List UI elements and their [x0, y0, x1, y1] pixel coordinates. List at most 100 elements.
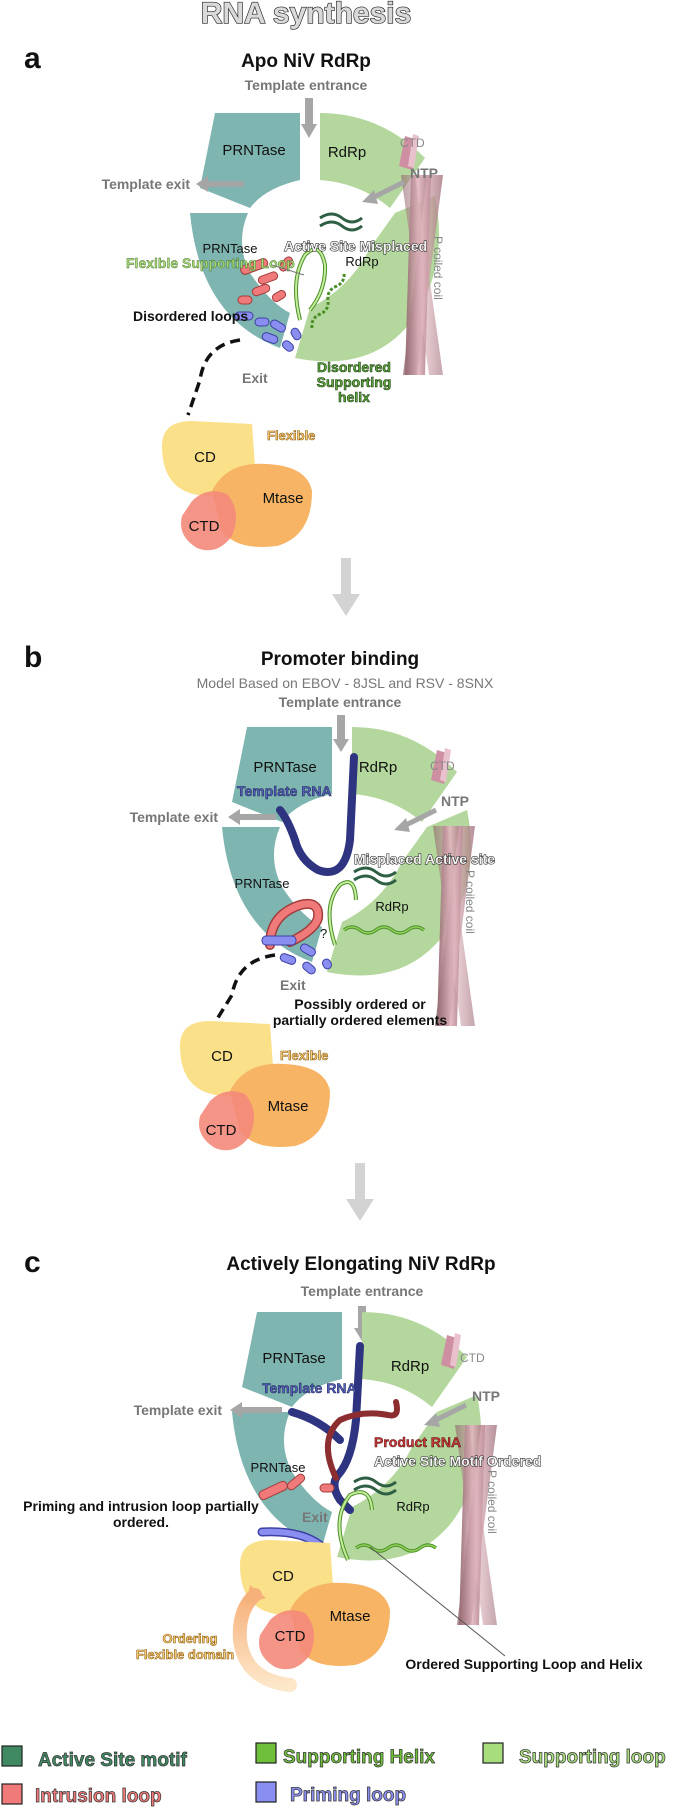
- panel-a-leader-loop: [271, 264, 305, 276]
- legend-item-supporting-helix: Supporting Helix: [255, 1742, 436, 1768]
- legend-swatch-supporting-loop: [482, 1742, 504, 1764]
- panel-b-exit: Exit: [280, 977, 306, 993]
- panel-b-subtitle: Model Based on EBOV - 8JSL and RSV - 8SN…: [197, 675, 494, 691]
- panel-c-letter: c: [24, 1246, 41, 1279]
- panel-c-leader-support: [369, 1546, 506, 1657]
- panel-c-active-site-ordered: Active Site Motif Ordered: [374, 1453, 541, 1469]
- legend-item-supporting-loop: Supporting loop: [482, 1742, 666, 1768]
- panel-c-coiled-coil-label: P coiled coil: [485, 1470, 499, 1534]
- panel-a-disordered-loops: Disordered loops: [133, 308, 248, 324]
- panel-a-intrusion-loop: [237, 256, 294, 305]
- panel-c-title: Actively Elongating NiV RdRp: [226, 1254, 495, 1275]
- panel-a-priming-loop: [234, 311, 302, 352]
- panel-b-rdrp-top: RdRp: [359, 759, 397, 776]
- panel-c-product-rna: Product RNA: [374, 1434, 461, 1450]
- panel-b-question: ?: [320, 926, 327, 941]
- panel-c-ntp: NTP: [472, 1388, 500, 1404]
- panel-b-rdrp-mid: RdRp: [375, 899, 408, 914]
- panel-b-cd: CD: [211, 1048, 233, 1065]
- panel-a: a Apo NiV RdRp Template entrance PRNTase…: [24, 42, 445, 551]
- transition-arrow-ab: [332, 558, 360, 616]
- panel-a-coiled-coil-label: P coiled coil: [431, 236, 445, 300]
- panel-b-entrance-arrow: [333, 715, 349, 752]
- legend: Active Site motif Supporting Helix Suppo…: [1, 1742, 666, 1807]
- legend-swatch-supporting-helix: [255, 1742, 277, 1764]
- legend-label-active-site: Active Site motif: [38, 1750, 188, 1771]
- panel-b-misplaced-active-site: Misplaced Active site: [354, 851, 495, 867]
- panel-b-letter: b: [24, 641, 42, 674]
- panel-c-ordering-arrow: [232, 1588, 297, 1692]
- panel-a-disordered-helix-line2: Supporting: [317, 374, 392, 390]
- panel-a-entrance-arrow: [301, 98, 317, 138]
- legend-item-active-site: Active Site motif: [1, 1745, 188, 1771]
- legend-item-intrusion-loop: Intrusion loop: [1, 1783, 162, 1807]
- panel-a-mtase: Mtase: [263, 490, 304, 507]
- panel-a-disordered-helix: [310, 272, 346, 329]
- panel-b-exit-arrow: [228, 809, 276, 825]
- panel-b-template-exit: Template exit: [130, 809, 219, 825]
- panel-a-ntp-arrow: [362, 179, 406, 204]
- panel-c-ordering-line2: Flexible domain: [136, 1647, 234, 1662]
- panel-c-cd: CD: [272, 1568, 294, 1585]
- panel-b-ctd-small: CTD: [430, 759, 455, 773]
- panel-c-priming-line2: ordered.: [113, 1514, 169, 1530]
- panel-a-prntase-mid: PRNTase: [203, 241, 258, 256]
- panel-c-priming-line1: Priming and intrusion loop partially: [23, 1498, 259, 1514]
- panel-c-prntase-mid: PRNTase: [251, 1460, 306, 1475]
- panel-b-possibly-line1: Possibly ordered or: [294, 996, 426, 1012]
- legend-swatch-priming-loop: [255, 1781, 277, 1803]
- panel-c-intrusion-loop: [258, 1473, 335, 1501]
- panel-a-exit-arrow: [196, 176, 244, 192]
- panel-b-template-entrance: Template entrance: [279, 694, 402, 710]
- panel-c-exit: Exit: [302, 1509, 328, 1525]
- transition-arrow-bc: [346, 1163, 374, 1221]
- panel-c-product-rna-strand: [324, 1399, 400, 1481]
- panel-c-ntp-arrow: [424, 1402, 468, 1427]
- panel-b-title: Promoter binding: [261, 649, 419, 670]
- panel-b-template-rna: Template RNA: [237, 783, 332, 799]
- panel-c-rdrp-top: RdRp: [391, 1358, 429, 1375]
- panel-b-mtase: Mtase: [268, 1098, 309, 1115]
- panel-c-ctd: CTD: [275, 1628, 306, 1645]
- panel-a-rdrp-top: RdRp: [328, 144, 366, 161]
- legend-swatch-intrusion-loop: [1, 1783, 23, 1805]
- panel-b-possibly-line2: partially ordered elements: [273, 1012, 448, 1028]
- panel-b-prntase-mid: PRNTase: [235, 876, 290, 891]
- legend-label-intrusion-loop: Intrusion loop: [35, 1786, 162, 1807]
- panel-c-ordered-support: Ordered Supporting Loop and Helix: [405, 1656, 642, 1672]
- panel-b-cluster: [180, 1021, 330, 1151]
- panel-c-active-site-motif: [353, 1476, 397, 1496]
- panel-b-flexible: Flexible: [280, 1048, 328, 1063]
- panel-a-exit: Exit: [242, 370, 268, 386]
- panel-b-template-rna-strand: [276, 753, 358, 876]
- panel-a-rdrp-mid: RdRp: [345, 254, 378, 269]
- legend-label-priming-loop: Priming loop: [290, 1785, 406, 1806]
- panel-b-ntp: NTP: [441, 793, 469, 809]
- panel-a-flexible-supporting-loop: Flexible Supporting Loop: [126, 255, 295, 271]
- panel-c-exit-arrow: [230, 1402, 282, 1418]
- legend-item-priming-loop: Priming loop: [255, 1781, 406, 1806]
- panel-c-prntase-top: PRNTase: [262, 1350, 325, 1367]
- panel-c-ctd-small: CTD: [460, 1351, 485, 1365]
- panel-a-active-site-motif: [319, 212, 363, 232]
- panel-b-ntp-arrow: [394, 807, 438, 832]
- panel-a-prntase-top: PRNTase: [222, 142, 285, 159]
- panel-a-ctd-small: CTD: [400, 136, 425, 150]
- panel-c-rdrp-mid: RdRp: [396, 1499, 429, 1514]
- panel-a-flexible: Flexible: [267, 428, 315, 443]
- panel-a-template-entrance: Template entrance: [245, 77, 368, 93]
- panel-b-active-site-motif: [353, 866, 397, 886]
- panel-c: c Actively Elongating NiV RdRp Template …: [23, 1246, 643, 1692]
- panel-c-template-exit: Template exit: [134, 1402, 223, 1418]
- panel-a-letter: a: [24, 42, 41, 75]
- panel-b-priming-loop: [261, 935, 332, 975]
- diagram-title: RNA synthesis: [201, 0, 412, 30]
- panel-b-flexible-linker: [212, 953, 276, 1025]
- legend-label-supporting-helix: Supporting Helix: [283, 1747, 435, 1768]
- panel-a-ctd: CTD: [189, 518, 220, 535]
- panel-b-prntase-top: PRNTase: [253, 759, 316, 776]
- panel-c-mtase: Mtase: [330, 1608, 371, 1625]
- legend-label-supporting-loop: Supporting loop: [519, 1747, 666, 1768]
- panel-b-ctd: CTD: [206, 1122, 237, 1139]
